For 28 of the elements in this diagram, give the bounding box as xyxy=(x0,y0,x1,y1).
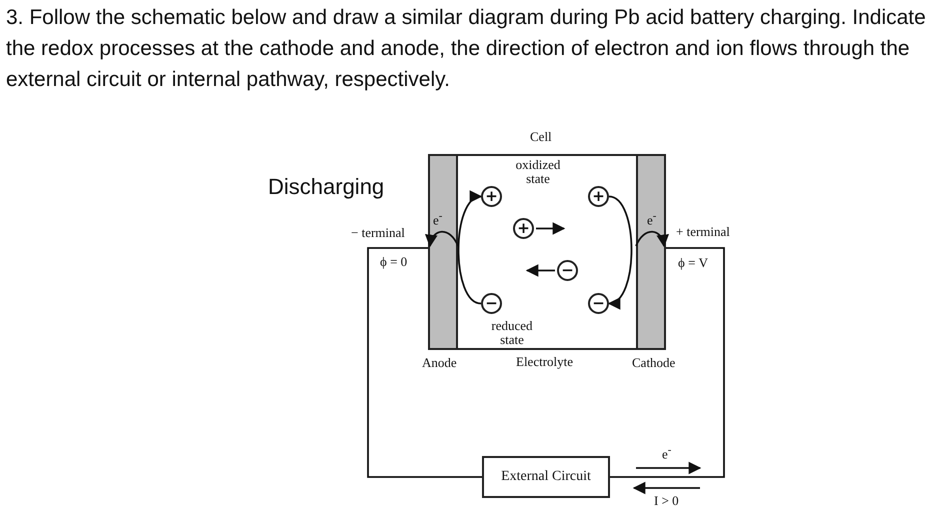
charge-sign: − xyxy=(591,295,606,312)
box-label: External Circuit xyxy=(501,469,591,485)
electron-label: e$^{-}$ xyxy=(662,443,672,462)
cell-heading: Cell xyxy=(530,130,552,144)
state-label: reduced state xyxy=(490,319,534,347)
question-text: 3. Follow the schematic below and draw a similar diagram during Pb acid battery charging. Indicate the redox processes at the cathode and anode, the direction of electron and ion flows through the external circuit or internal pathway, respectively. xyxy=(6,5,927,93)
heading-label: Discharging xyxy=(268,174,384,200)
charge-sign: − xyxy=(484,295,499,312)
wire xyxy=(367,247,482,478)
circuit-box xyxy=(482,456,610,498)
potential-label: ϕ = 0 xyxy=(380,255,408,269)
migration-arrow xyxy=(536,222,566,235)
state-label: oxidized state xyxy=(514,158,562,186)
electron-label: e$^{-}$ xyxy=(433,209,442,228)
charge-sign: + xyxy=(516,220,531,237)
electron-label: e$^{-}$ xyxy=(647,209,656,228)
charge-sign: − xyxy=(560,262,575,279)
migration-arrow xyxy=(526,264,555,277)
current-label: I > 0 xyxy=(654,494,679,508)
wire xyxy=(610,247,725,478)
charge-sign: + xyxy=(591,188,606,205)
terminal-label: + terminal xyxy=(676,225,730,239)
charge-sign: + xyxy=(484,188,499,205)
potential-label: ϕ = V xyxy=(678,256,708,270)
electrode-label: Cathode xyxy=(632,356,676,370)
terminal-label: − terminal xyxy=(351,226,405,240)
electrode-label: Anode xyxy=(422,356,457,370)
electrolyte-label: Electrolyte xyxy=(516,355,574,369)
